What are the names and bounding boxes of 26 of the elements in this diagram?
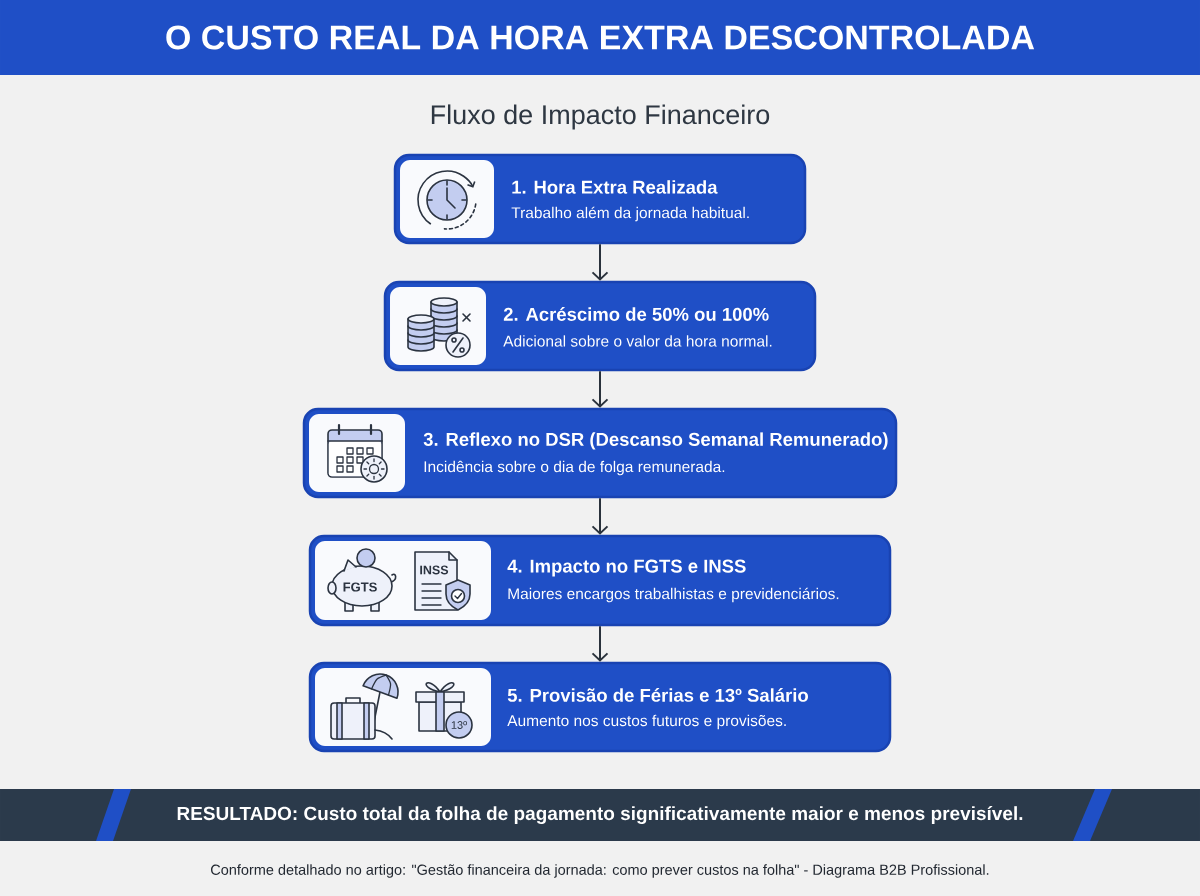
process-box [308,661,892,753]
arrow [591,243,609,281]
title-banner: O CUSTO REAL DA HORA EXTRA DESCONTROLADA [0,0,1200,75]
step-title: 5. Provisão de Férias e 13º Salário [507,688,808,702]
subtitle: Fluxo de Impacto Financeiro [431,104,770,130]
step-title: 4. Impacto no FGTS e INSS [507,559,746,577]
step-description: Adicional sobre o valor da hora normal. [503,335,772,347]
icon-label: FGTS [343,582,377,592]
step-title: 3. Reflexo no DSR (Descanso Semanal Remunerado) [423,432,888,450]
process-box [393,153,807,245]
icon-label: INSS [420,565,449,575]
step-title: 1. Hora Extra Realizada [512,180,718,194]
step-description: Aumento nos custos futuros e provisões. [507,714,786,730]
process-box [383,280,817,372]
process-box [302,407,898,499]
icon-label: 13º [451,721,467,729]
step-title: 2. Acréscimo de 50% ou 100% [503,307,769,321]
arrow [591,497,609,535]
caption: Conforme detalhado no artigo: "Gestão financeira da jornada: como prever custos na folha" - Diagrama B2B Profissional. [211,864,989,878]
process-box [308,534,892,627]
arrow [591,625,609,662]
result-banner: RESULTADO: Custo total da folha de pagamento significativamente maior e menos previsível. [0,789,1200,841]
step-description: Trabalho além da jornada habitual. [511,206,749,222]
step-description: Maiores encargos trabalhistas e previdenciários. [508,587,839,603]
step-description: Incidência sobre o dia de folga remunerada. [424,460,725,476]
arrow [591,370,609,408]
